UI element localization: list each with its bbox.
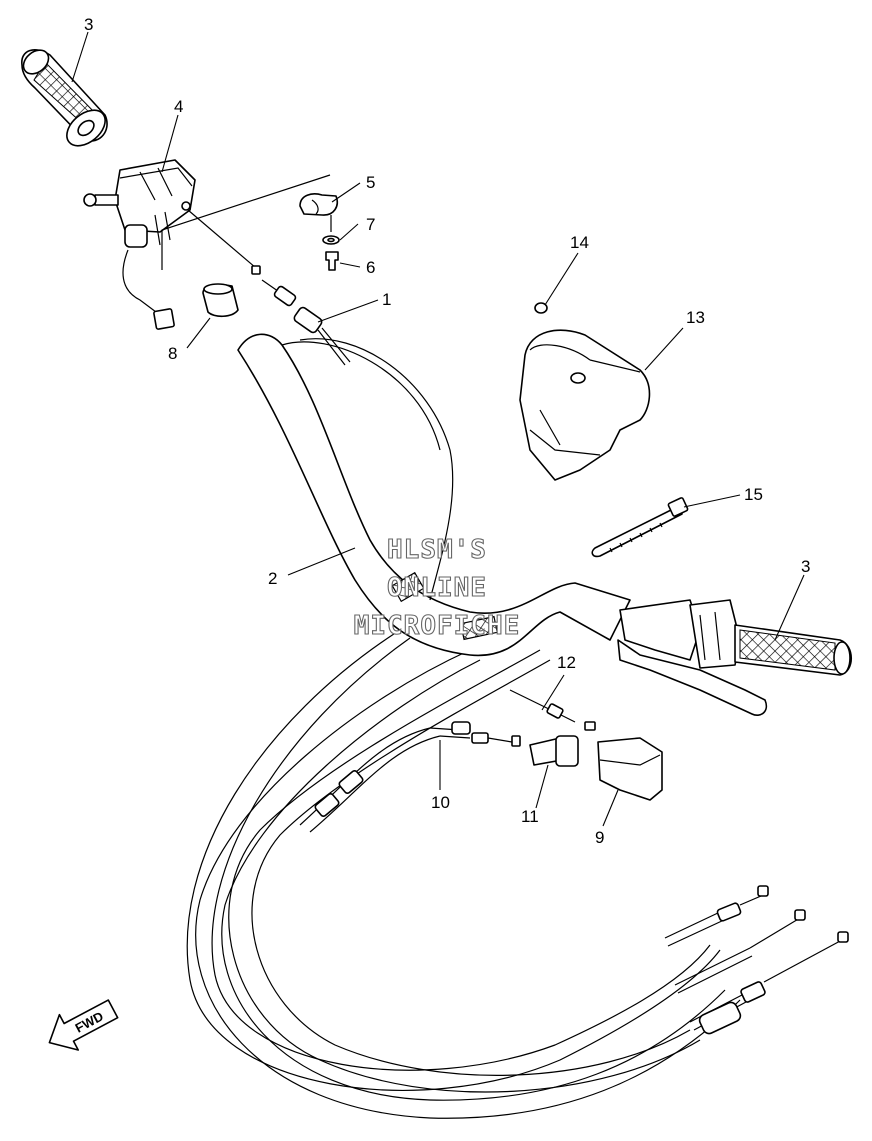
leader-lines bbox=[71, 31, 805, 827]
throttle-collar bbox=[202, 283, 239, 318]
callout-15: 15 bbox=[744, 485, 763, 504]
throttle-housing bbox=[83, 159, 196, 330]
adjuster bbox=[529, 735, 579, 767]
callout-4: 4 bbox=[174, 97, 183, 116]
callout-7: 7 bbox=[366, 215, 375, 234]
watermark-line-3: MICROFICHE bbox=[354, 611, 521, 641]
callout-3-left: 3 bbox=[84, 15, 93, 34]
watermark-line-1: HLSM'S bbox=[387, 535, 487, 565]
callout-11: 11 bbox=[521, 807, 539, 826]
cable-ends bbox=[664, 885, 849, 1035]
callout-6: 6 bbox=[366, 258, 375, 277]
right-lever-assembly bbox=[617, 599, 768, 716]
callout-10: 10 bbox=[431, 793, 450, 812]
callout-9: 9 bbox=[595, 828, 604, 847]
cable-loops bbox=[186, 629, 741, 1119]
left-grip bbox=[21, 49, 108, 147]
clutch-cable bbox=[509, 689, 596, 731]
callout-3-right: 3 bbox=[801, 557, 810, 576]
right-grip bbox=[734, 624, 853, 676]
callout-8: 8 bbox=[168, 344, 177, 363]
choke-cable bbox=[299, 721, 521, 833]
callout-2: 2 bbox=[268, 569, 277, 588]
watermark-line-2: ONLINE bbox=[387, 573, 487, 603]
callout-13: 13 bbox=[686, 308, 705, 327]
cable-tie bbox=[591, 497, 689, 558]
clamp-bracket bbox=[161, 174, 340, 271]
callout-5: 5 bbox=[366, 173, 375, 192]
handlebar bbox=[237, 333, 631, 657]
callout-labels: 3 4 5 7 6 1 8 14 13 15 2 3 12 10 11 9 bbox=[84, 15, 810, 847]
callout-12: 12 bbox=[557, 653, 576, 672]
fwd-arrow-icon: FWD bbox=[48, 999, 119, 1051]
callout-1: 1 bbox=[382, 290, 391, 309]
callout-14: 14 bbox=[570, 233, 589, 252]
throttle-cable bbox=[187, 209, 351, 366]
handlebar-cover bbox=[519, 302, 651, 481]
watermark: HLSM'S ONLINE MICROFICHE bbox=[353, 534, 521, 641]
lever-holder bbox=[597, 737, 663, 801]
